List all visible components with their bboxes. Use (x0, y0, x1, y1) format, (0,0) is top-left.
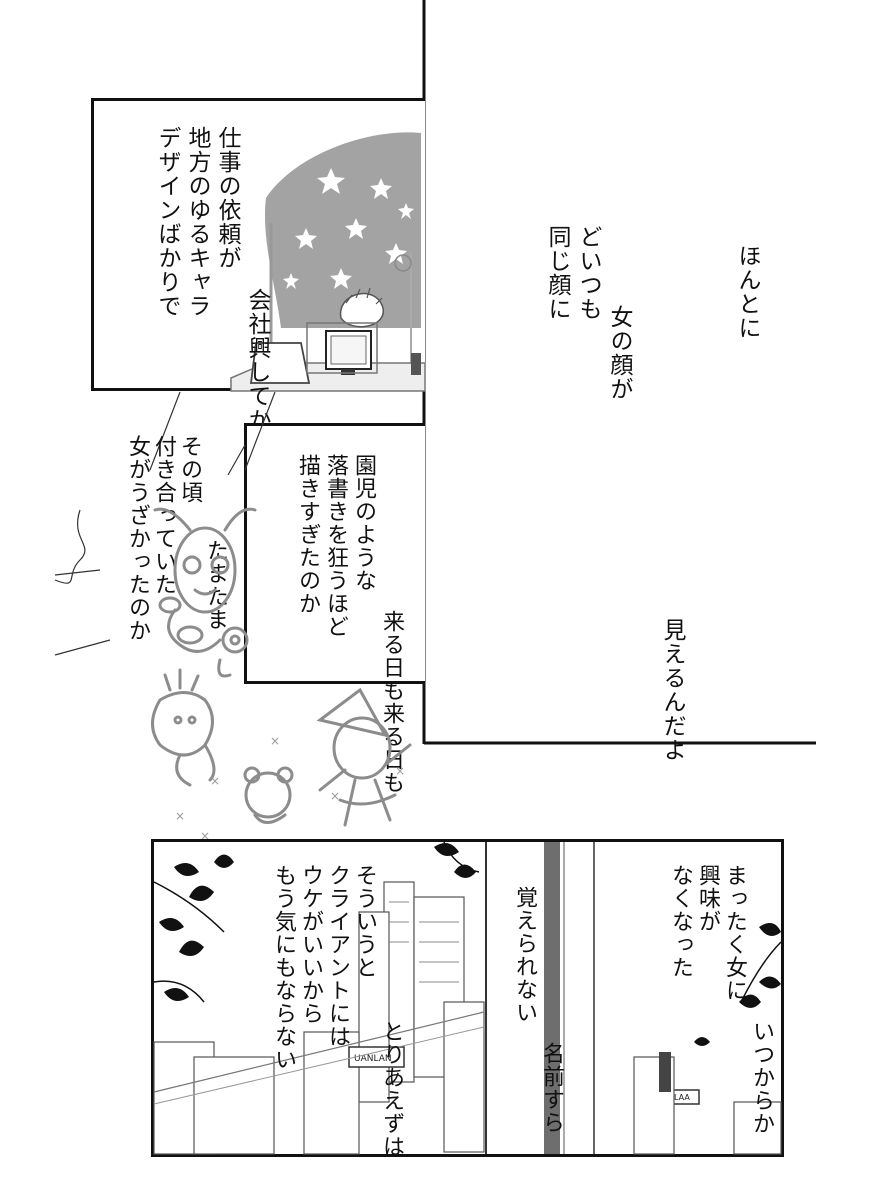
leaf-icons (159, 843, 781, 1046)
svg-text:×: × (330, 789, 340, 803)
svg-text:×: × (175, 809, 185, 823)
svg-text:×: × (395, 764, 405, 778)
floating-text-tamatama: たまたまその頃付き合っていた女がうざかったのか (125, 435, 228, 642)
caption-namae-sura: 名前すら覚えられない (512, 886, 564, 1134)
svg-text:×: × (210, 774, 220, 788)
doodle-face (173, 526, 237, 614)
svg-text:×: × (200, 829, 210, 843)
street-scene-panel: UANLAN ABHLAA (151, 839, 784, 1158)
dialogue-onna-no-kao: 女の顔がどいつも同じ顔に (544, 225, 632, 401)
svg-text:×: × (270, 734, 280, 748)
caption-kuru-hi: 来る日も来る日も園児のような落書きを狂うほど描きすぎたのか (295, 454, 404, 794)
dialogue-honto-ni: ほんとに (734, 244, 760, 340)
star-icons (283, 168, 414, 289)
street-sign-1: UANLAN (354, 1054, 392, 1064)
dialogue-mieru-n-da-yo: 見えるんだよ (659, 618, 685, 762)
street-illustration: UANLAN ABHLAA (153, 841, 782, 1155)
office-scene-panel: 会社興してから仕事の依頼が地方のゆるキャラデザインばかりで (91, 98, 426, 456)
caption-itsukara: いつからかまったく女に興味がなくなった (668, 864, 774, 1135)
office-illustration (230, 132, 426, 392)
middle-caption-panel: 来る日も来る日も園児のような落書きを狂うほど描きすぎたのか (244, 423, 425, 794)
caption-toriaezu: とりあえずはそういうとクライアントにはウケがいいからもう気にもならない (271, 864, 404, 1158)
